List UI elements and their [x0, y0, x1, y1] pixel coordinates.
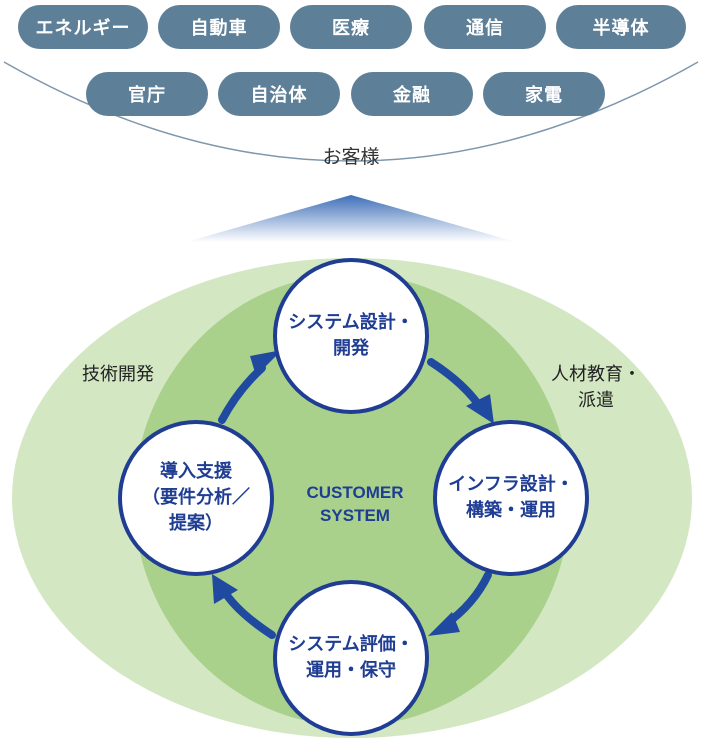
arrow-bottom-to-left [222, 590, 276, 639]
customer-tag-government: 官庁 [86, 72, 208, 116]
node-system-evaluation-line2: 運用・保守 [306, 660, 396, 681]
label-tech-development: 技術開発 [82, 364, 154, 385]
node-system-design-line1: システム設計・ [288, 312, 414, 333]
customer-tag-automotive: 自動車 [158, 5, 280, 49]
node-system-evaluation: システム評価・ 運用・保守 [273, 580, 429, 736]
center-label-line1: CUSTOMER [306, 483, 404, 502]
node-implementation-support-line3: 提案） [169, 513, 223, 534]
customer-label: お客様 [322, 146, 380, 168]
customer-tag-medical: 医療 [290, 5, 412, 49]
node-implementation-support-line2: （要件分析／ [142, 487, 250, 508]
customer-tag-energy: エネルギー [18, 5, 148, 49]
customer-tag-municipality: 自治体 [218, 72, 340, 116]
node-implementation-support: 導入支援 （要件分析／ 提案） [118, 420, 274, 576]
arrow-top-to-right [427, 358, 482, 408]
arrowhead-right [466, 394, 494, 424]
node-infrastructure-line1: インフラ設計・ [448, 474, 574, 495]
arrowhead-bottom [428, 612, 460, 636]
node-system-evaluation-line1: システム評価・ [288, 634, 414, 655]
arrowhead-left [212, 574, 238, 604]
node-system-design: システム設計・ 開発 [273, 258, 429, 414]
label-hr-education-line2: 派遣 [578, 390, 614, 411]
center-label-line2: SYSTEM [320, 506, 390, 525]
node-implementation-support-line1: 導入支援 [160, 461, 232, 482]
node-system-design-line2: 開発 [333, 338, 369, 359]
customer-tag-appliances: 家電 [483, 72, 605, 116]
arrowhead-top [250, 350, 282, 376]
node-infrastructure-line2: 構築・運用 [466, 500, 556, 521]
center-label: CUSTOMER SYSTEM [290, 481, 420, 527]
customer-tag-semiconductor: 半導体 [556, 5, 686, 49]
customer-tag-finance: 金融 [351, 72, 473, 116]
upward-arrow [186, 195, 516, 242]
customer-tag-telecom: 通信 [424, 5, 546, 49]
label-hr-education-line1: 人材教育・ [551, 364, 641, 385]
node-infrastructure: インフラ設計・ 構築・運用 [433, 420, 589, 576]
label-hr-education: 人材教育・ 派遣 [536, 362, 656, 414]
